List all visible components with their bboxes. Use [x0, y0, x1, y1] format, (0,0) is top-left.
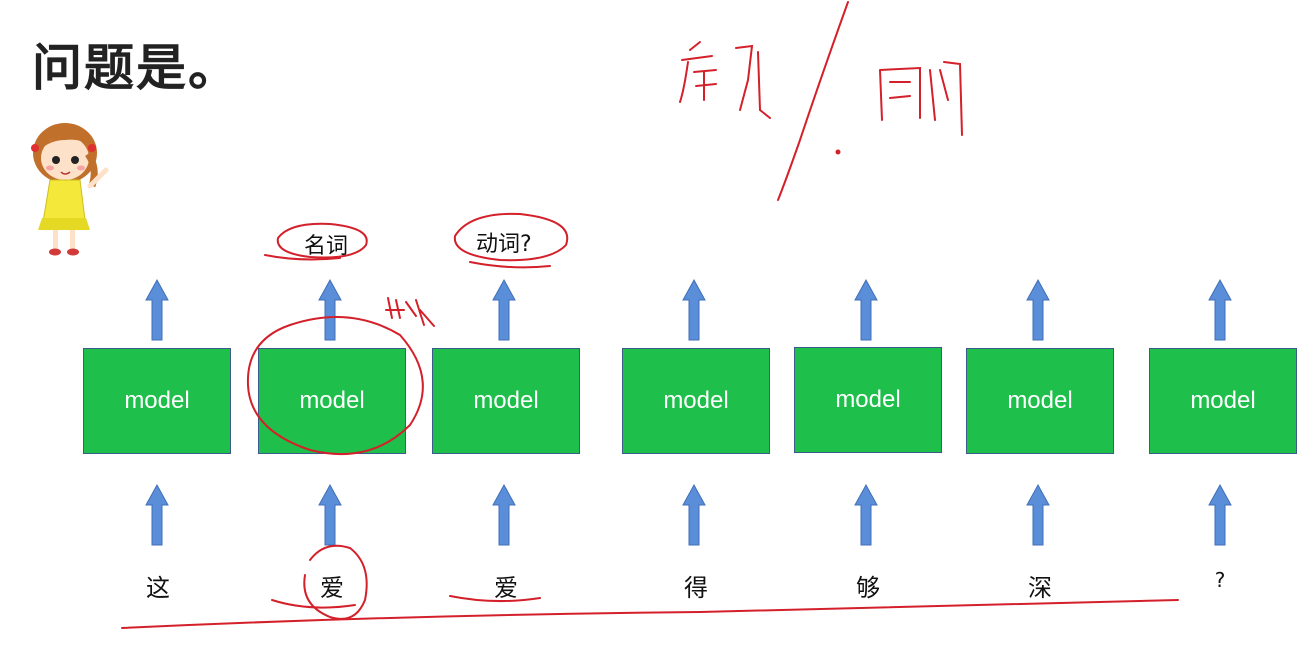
token-2: 爱	[320, 574, 344, 602]
model-box-7: model	[1149, 348, 1297, 454]
model-box-2: model	[258, 348, 406, 454]
up-arrow-icon	[145, 484, 1232, 546]
model-box-6: model	[966, 348, 1114, 454]
model-box-4: model	[622, 348, 770, 454]
token-7: ?	[1214, 568, 1226, 592]
output-label-verb: 动词?	[476, 232, 532, 257]
token-3: 爱	[494, 574, 518, 602]
girl-illustration-icon	[31, 123, 109, 256]
token-6: 深	[1028, 574, 1052, 602]
token-1: 这	[146, 574, 170, 602]
model-box-3: model	[432, 348, 580, 454]
up-arrow-icon	[145, 279, 1232, 341]
output-label-noun: 名词	[304, 234, 349, 259]
token-4: 得	[684, 574, 708, 602]
model-box-1: model	[83, 348, 231, 454]
slide-title: 问题是。	[32, 39, 240, 97]
token-5: 够	[856, 574, 880, 602]
model-box-5: model	[794, 347, 942, 453]
